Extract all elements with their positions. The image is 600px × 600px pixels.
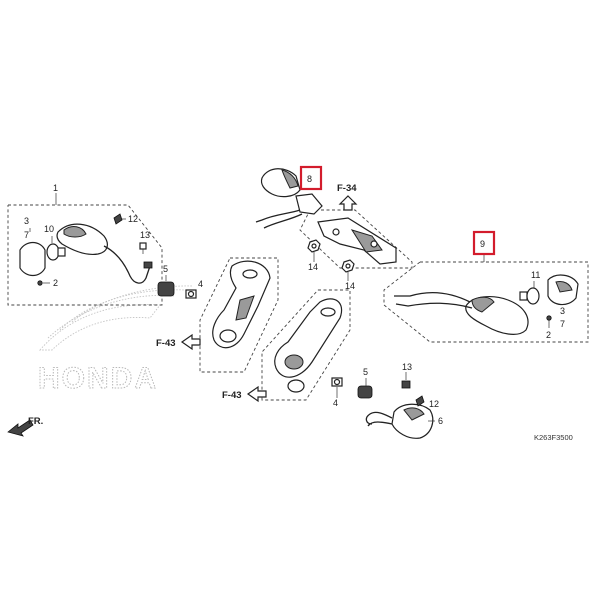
lower-signal-group: 6 12 13 (365, 362, 443, 439)
center-wiring-stay (317, 217, 397, 265)
left-clip-part-12 (113, 213, 123, 225)
callout-13-mid: 13 (402, 362, 412, 372)
front-arrow-icon (7, 419, 34, 437)
callout-9: 9 (480, 239, 485, 249)
honda-wing-watermark (39, 285, 193, 351)
f43-mid-ref: F-43 (222, 390, 242, 401)
f43-left-arrow-icon (180, 333, 201, 351)
left-bracket-group: 5 4 F-43 (156, 257, 279, 373)
callout-4-left: 4 (198, 279, 203, 289)
grommet-part-5-left (157, 281, 175, 297)
honda-brand-mark: HONDA (38, 362, 158, 395)
callout-2-left: 2 (53, 278, 58, 288)
callout-6: 6 (438, 416, 443, 426)
callout-2-right: 2 (546, 330, 551, 340)
callout-10: 10 (44, 224, 54, 234)
left-bolt-part-13 (139, 242, 147, 254)
callout-4-mid: 4 (333, 398, 338, 408)
callout-5-left: 5 (163, 264, 168, 274)
callout-7-right: 7 (560, 319, 565, 329)
right-screw-part-2 (546, 315, 552, 328)
callout-12-right: 12 (429, 399, 439, 409)
left-turn-signal-group: 1 3 7 2 10 12 (7, 183, 163, 306)
collar-part-4-left (185, 289, 197, 299)
callout-12-left: 12 (128, 214, 138, 224)
callout-3-right: 3 (560, 306, 565, 316)
callout-1: 1 (53, 183, 58, 193)
callout-14-right: 14 (345, 281, 355, 291)
callout-5-mid: 5 (363, 367, 368, 377)
f34-up-arrow-icon (338, 195, 358, 211)
middle-bracket-group: F-43 4 5 (222, 289, 373, 408)
callout-3-left: 3 (24, 216, 29, 226)
nut-part-14-right (341, 259, 355, 273)
callout-7-left: 7 (24, 230, 29, 240)
upper-turn-signal-part-8: 8 (255, 165, 323, 229)
right-clip-part-12 (415, 395, 425, 407)
f34-ref: F-34 (337, 183, 357, 194)
callout-11: 11 (531, 270, 540, 280)
left-screw-part-2 (37, 280, 43, 286)
left-lens-part-7 (19, 241, 46, 277)
callout-8: 8 (307, 174, 312, 184)
bolt-part-13-mid (401, 372, 411, 389)
right-turn-signal-group: 9 11 2 3 7 (383, 230, 589, 343)
center-stay-group: F-34 14 14 (299, 183, 413, 291)
grommet-part-5-mid (357, 385, 373, 399)
front-marker-label: FR. (28, 416, 43, 427)
f43-mid-arrow-icon (246, 385, 267, 403)
front-direction-indicator: FR. (7, 416, 43, 437)
nut-part-14-left (307, 239, 321, 253)
callout-9-highlight (472, 230, 496, 256)
f43-left-ref: F-43 (156, 338, 176, 349)
right-bulb-part-11 (519, 287, 540, 305)
drawing-code: K263F3500 (534, 433, 573, 442)
callout-8-highlight (299, 165, 323, 191)
callout-13-left: 13 (140, 230, 150, 240)
left-bulb-part-10 (46, 243, 66, 261)
collar-part-4-mid (331, 377, 343, 387)
callout-14-left: 14 (308, 262, 318, 272)
